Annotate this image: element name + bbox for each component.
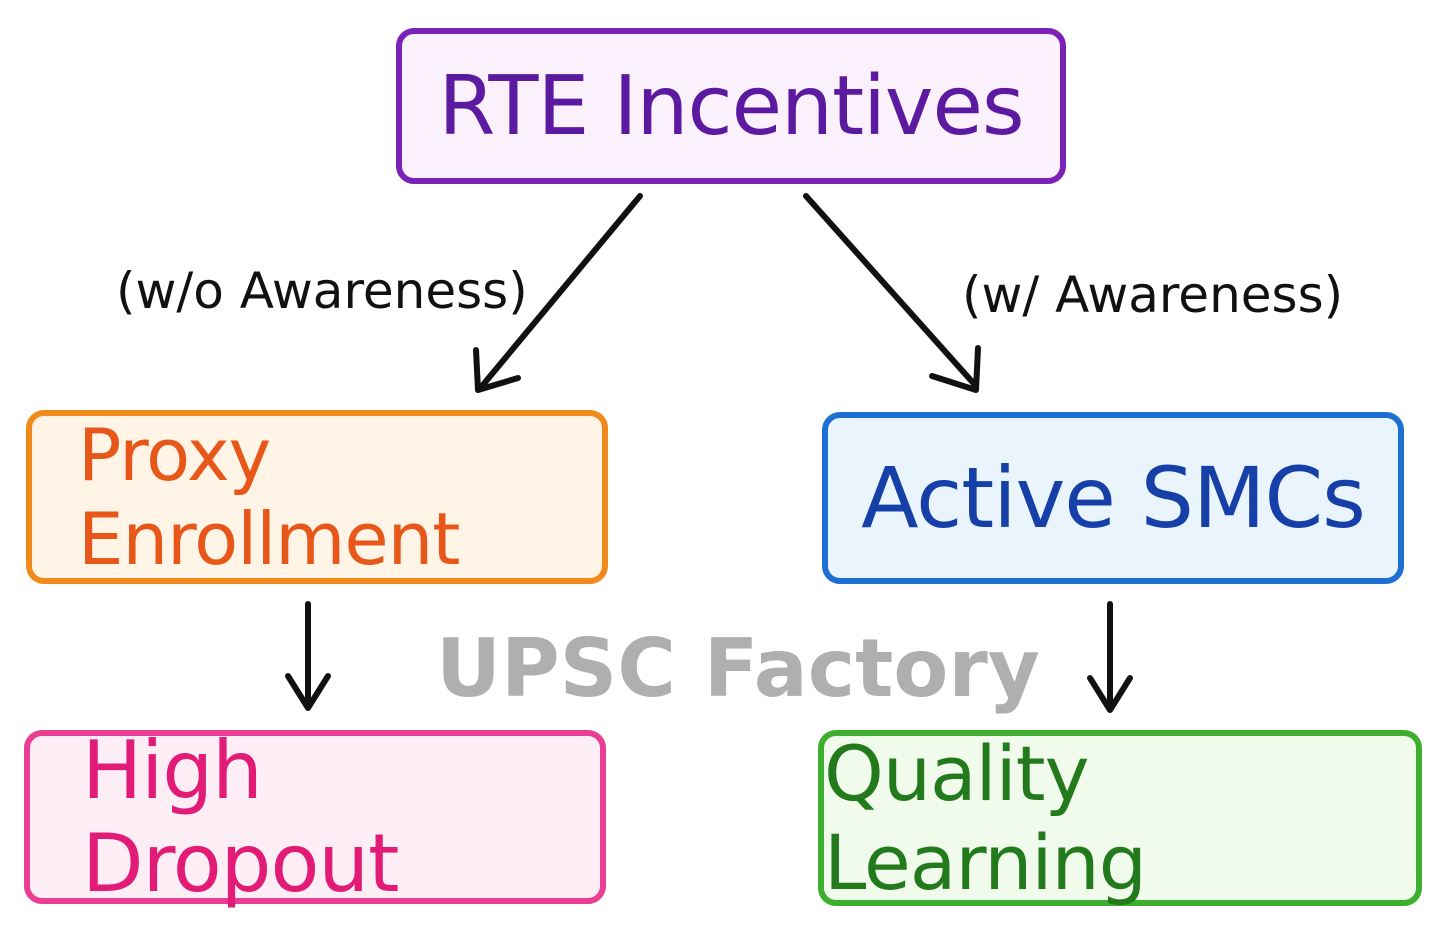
edge-left-to-left-bottom [285, 601, 331, 711]
node-proxy-enrollment: Proxy Enrollment [26, 410, 608, 584]
node-high-dropout: High Dropout [24, 724, 606, 910]
node-label: Active SMCs [861, 449, 1366, 547]
watermark-text: UPSC Factory [436, 622, 1040, 715]
node-label: Quality Learning [824, 729, 1147, 907]
edge-label-with-awareness: (w/ Awareness) [962, 266, 1344, 324]
edge-root-to-right [803, 193, 981, 393]
edge-label-without-awareness: (w/o Awareness) [116, 262, 528, 320]
edge-root-to-left [473, 193, 643, 393]
node-rte-incentives: RTE Incentives [396, 28, 1066, 184]
node-quality-learning: Quality Learning [818, 729, 1422, 907]
node-active-smcs: Active SMCs [822, 412, 1404, 584]
node-label: RTE Incentives [438, 58, 1024, 154]
edge-right-to-right-bottom [1087, 601, 1133, 713]
node-label: Proxy Enrollment [78, 413, 461, 581]
node-label: High Dropout [82, 724, 399, 910]
